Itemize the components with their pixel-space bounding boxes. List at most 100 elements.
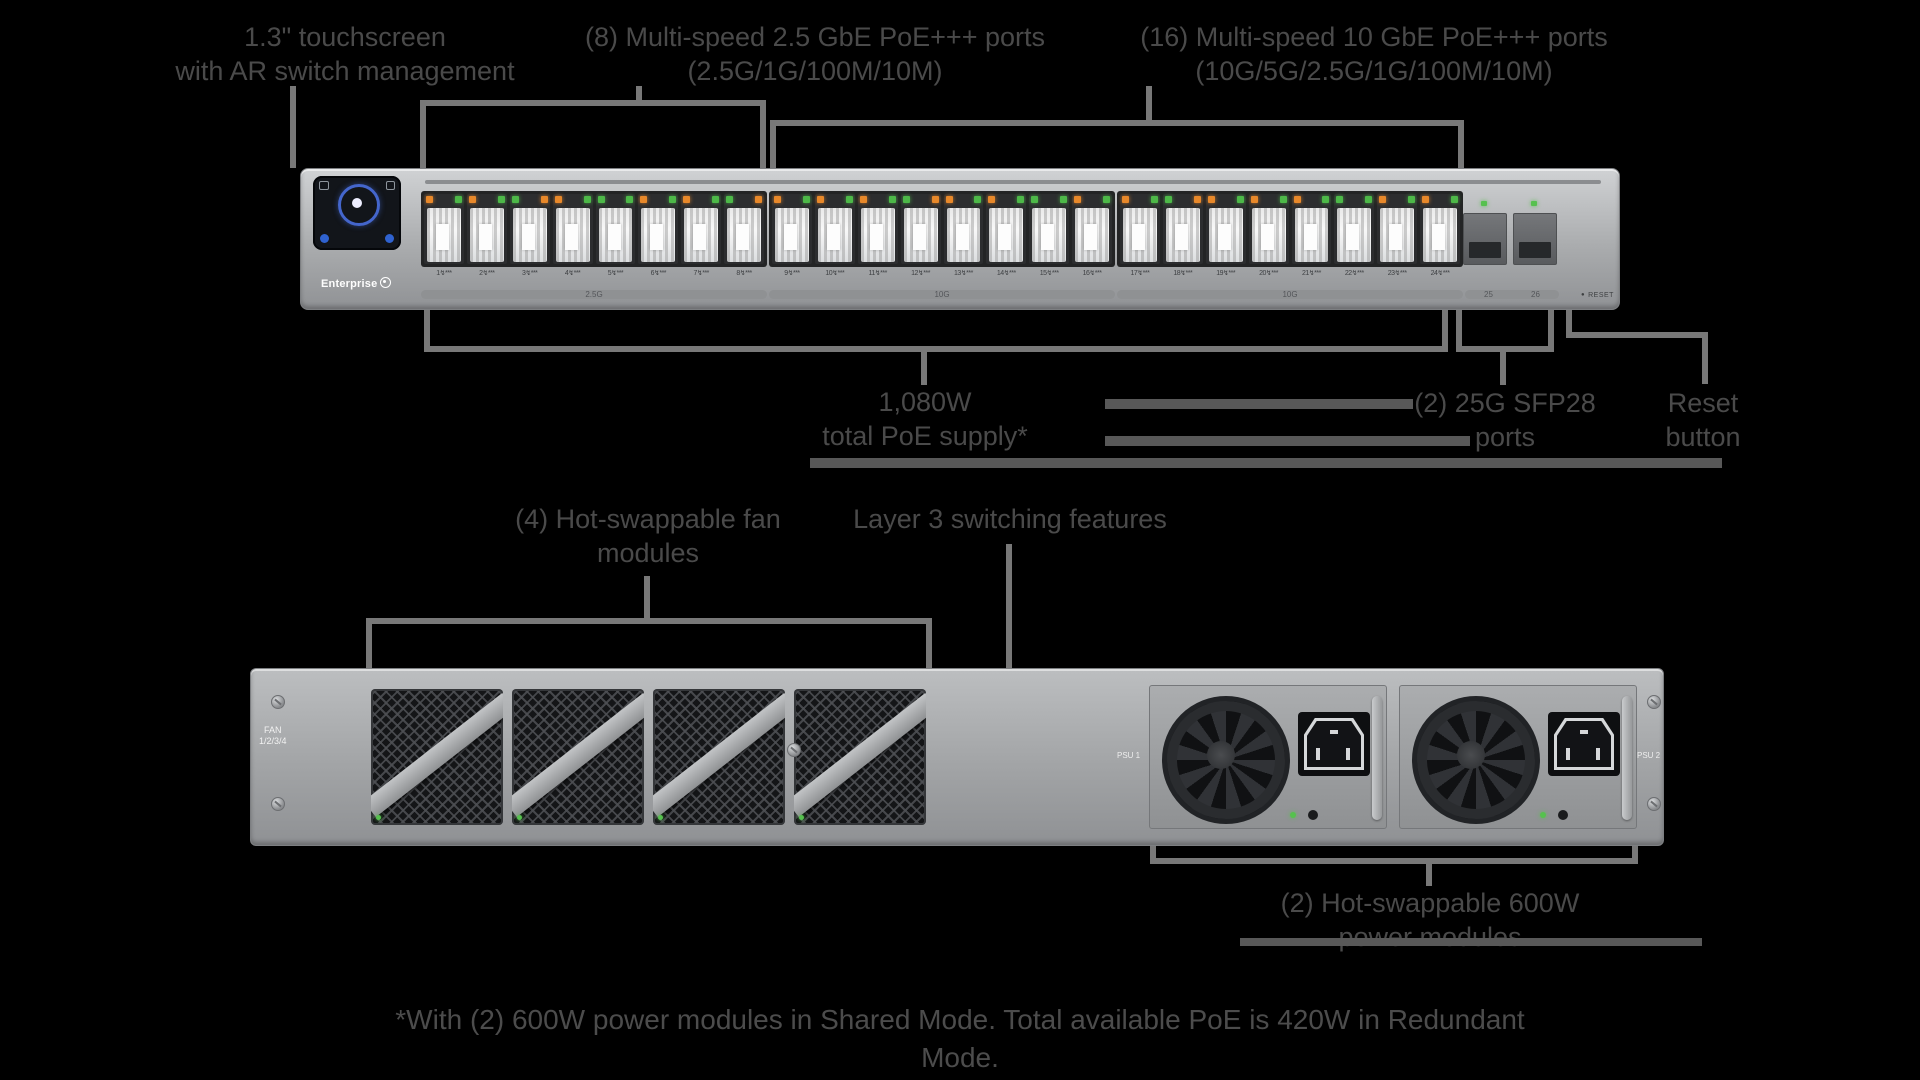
rj45-port-21 bbox=[1291, 194, 1332, 264]
ubiquiti-logo-icon bbox=[380, 277, 392, 288]
rj45-jack-icon bbox=[946, 208, 981, 262]
label-sfp28-line2: ports bbox=[1474, 422, 1536, 452]
callout-bracket-poe-right bbox=[1442, 310, 1448, 350]
rj45-jack-icon bbox=[817, 208, 852, 262]
rj45-port-16 bbox=[1072, 194, 1112, 264]
power-supply-module-2 bbox=[1399, 685, 1637, 829]
rj45-jack-icon bbox=[1032, 208, 1067, 262]
rj45-port-8 bbox=[724, 194, 764, 264]
rj45-port-24 bbox=[1420, 194, 1460, 264]
label-25g-ports-line1: (8) Multi-speed 2.5 GbE PoE+++ ports bbox=[585, 22, 1045, 52]
rj45-jack-icon bbox=[1075, 208, 1109, 262]
rj45-jack-icon bbox=[555, 208, 590, 262]
rj45-port-5 bbox=[595, 194, 636, 264]
callout-reset-v2 bbox=[1702, 332, 1708, 384]
rj45-jack-icon bbox=[1251, 208, 1286, 262]
rj45-port-10 bbox=[814, 194, 855, 264]
callout-stem-poe bbox=[921, 352, 927, 385]
vent-slot bbox=[425, 180, 1601, 184]
callout-reset-v1 bbox=[1566, 310, 1572, 336]
sfp-number-strip: 25 26 bbox=[1465, 290, 1559, 299]
fan-handle-strap bbox=[794, 692, 926, 818]
rj45-jack-icon bbox=[860, 208, 895, 262]
callout-reset-h bbox=[1566, 332, 1708, 338]
rj45-port-20 bbox=[1248, 194, 1289, 264]
rj45-port-19 bbox=[1205, 194, 1246, 264]
rj45-port-3 bbox=[509, 194, 550, 264]
callout-line-touchscreen bbox=[290, 86, 296, 168]
callout-bracket-10g-right bbox=[1458, 120, 1464, 168]
callout-bracket-sfp bbox=[1456, 346, 1554, 352]
rj45-jack-icon bbox=[427, 208, 461, 262]
touchscreen-display bbox=[313, 176, 401, 250]
psu-handle bbox=[1622, 696, 1632, 820]
label-reset-line1: Reset bbox=[1667, 388, 1739, 418]
screw-icon bbox=[271, 695, 285, 709]
switch-rear-panel: FAN 1/2/3/4 PSU 1 bbox=[250, 668, 1664, 846]
callout-bracket-poe bbox=[424, 346, 1448, 352]
artifact-band bbox=[810, 458, 1722, 468]
label-sfp28-ports: (2) 25G SFP28 ports bbox=[1375, 386, 1635, 454]
psu-fan-icon bbox=[1412, 696, 1540, 824]
group3-speed-strip: 10G bbox=[1117, 290, 1463, 299]
label-power-modules-line2: power modules bbox=[1338, 922, 1522, 952]
psu-switch bbox=[1558, 810, 1568, 820]
screw-icon bbox=[1647, 797, 1661, 811]
sfp-led bbox=[1481, 201, 1487, 206]
callout-bracket-psu bbox=[1150, 858, 1638, 864]
rj45-port-22 bbox=[1334, 194, 1375, 264]
sfp28-cage-25 bbox=[1463, 213, 1507, 265]
fan-handle-strap bbox=[512, 692, 644, 818]
screen-icon bbox=[319, 181, 329, 190]
port-number-row: 1↯***2↯***3↯***4↯***5↯***6↯***7↯***8↯*** bbox=[436, 270, 752, 277]
rj45-port-1 bbox=[424, 194, 464, 264]
rj45-port-17 bbox=[1120, 194, 1160, 264]
label-touchscreen: 1.3" touchscreen with AR switch manageme… bbox=[95, 20, 595, 88]
psu-led bbox=[1540, 812, 1546, 818]
rj45-port-6 bbox=[638, 194, 679, 264]
rj45-jack-icon bbox=[1123, 208, 1157, 262]
rj45-jack-icon bbox=[1423, 208, 1457, 262]
rj45-jack-icon bbox=[512, 208, 547, 262]
label-25g-ports: (8) Multi-speed 2.5 GbE PoE+++ ports (2.… bbox=[565, 20, 1065, 88]
fan-module-4 bbox=[794, 689, 926, 825]
label-power-modules-line1: (2) Hot-swappable 600W bbox=[1280, 888, 1580, 918]
rj45-port-9 bbox=[772, 194, 812, 264]
dial-center-icon bbox=[352, 198, 362, 208]
label-10g-ports-line1: (16) Multi-speed 10 GbE PoE+++ ports bbox=[1140, 22, 1608, 52]
callout-bracket-sfp-left bbox=[1456, 310, 1462, 350]
label-touchscreen-line1: 1.3" touchscreen bbox=[244, 22, 446, 52]
callout-bracket-25g bbox=[420, 100, 766, 106]
rj45-jack-icon bbox=[775, 208, 809, 262]
artifact-band bbox=[1240, 938, 1702, 946]
rj45-jack-icon bbox=[1294, 208, 1329, 262]
psu1-label: PSU 1 bbox=[1117, 751, 1141, 760]
sfp28-cage-26 bbox=[1513, 213, 1557, 265]
label-fan-modules-line1: (4) Hot-swappable fan bbox=[515, 504, 781, 534]
rj45-port-4 bbox=[552, 194, 593, 264]
fan-handle-strap bbox=[653, 692, 785, 818]
info-icon bbox=[320, 234, 329, 243]
psu-switch bbox=[1308, 810, 1318, 820]
label-fan-modules-line2: modules bbox=[596, 538, 700, 568]
callout-stem-psu bbox=[1426, 864, 1432, 886]
fan-led bbox=[517, 815, 522, 820]
label-reset-button: Reset button bbox=[1578, 386, 1828, 454]
fan-led bbox=[658, 815, 663, 820]
callout-stem-25g bbox=[636, 86, 642, 102]
rj45-jack-icon bbox=[598, 208, 633, 262]
callout-stem-10g bbox=[1146, 86, 1152, 122]
port-group-2 bbox=[769, 191, 1115, 267]
callout-stem-sfp bbox=[1500, 352, 1506, 385]
brand-label: Enterprise bbox=[321, 277, 392, 290]
callout-bracket-25g-left bbox=[420, 100, 426, 168]
screw-icon bbox=[1647, 695, 1661, 709]
screw-icon bbox=[787, 743, 801, 757]
callout-bracket-fans-left bbox=[366, 618, 372, 670]
label-10g-ports: (16) Multi-speed 10 GbE PoE+++ ports (10… bbox=[1124, 20, 1624, 88]
label-touchscreen-line2: with AR switch management bbox=[175, 56, 515, 86]
label-10g-ports-line2: (10G/5G/2.5G/1G/100M/10M) bbox=[1195, 56, 1553, 86]
callout-bracket-psu-right bbox=[1632, 846, 1638, 864]
rj45-jack-icon bbox=[727, 208, 761, 262]
